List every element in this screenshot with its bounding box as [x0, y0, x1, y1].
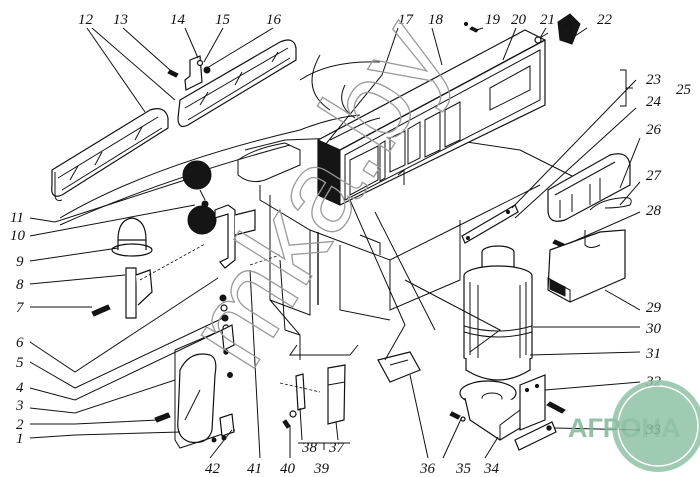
part-17-wire [329, 117, 381, 141]
part-38-plate [295, 373, 306, 411]
callout-6: 6 [16, 335, 24, 351]
callout-10: 10 [10, 228, 26, 244]
part-29-bracket-plate [547, 229, 626, 303]
part-8-lamp-bracket [125, 267, 153, 319]
assembly-line [139, 243, 206, 281]
callout-28: 28 [646, 203, 662, 219]
part-12-sun-visor-right [177, 39, 297, 128]
part-26-speaker-box [547, 153, 631, 222]
callout-7: 7 [16, 300, 25, 316]
cab-roof-outline [59, 54, 601, 226]
part-16-nut [203, 66, 211, 74]
part-13-screw [167, 69, 179, 78]
part-12-sun-visor-left [51, 108, 169, 201]
part-2-bolt [154, 412, 171, 423]
callout-11: 11 [10, 210, 24, 226]
callout-29: 29 [646, 300, 662, 316]
part-1-mirror-glass [177, 353, 217, 444]
callout-21: 21 [540, 12, 555, 28]
part-31-filter-base-ring [465, 358, 531, 381]
callout-2: 2 [16, 417, 24, 433]
agrona-logo: АГРОНА [568, 380, 700, 472]
callout-27: 27 [646, 168, 663, 184]
callout-25: 25 [676, 82, 692, 98]
part-10-headlamp-lower [187, 200, 217, 235]
part-40-screw [282, 410, 297, 429]
callout-13: 13 [113, 12, 128, 28]
callout-1: 1 [16, 431, 24, 447]
cab-panel-block [259, 184, 541, 360]
mirror-hinge-stack [219, 294, 235, 378]
watermark: mka.by [159, 0, 474, 389]
leader-lines [29, 27, 641, 459]
callout-31: 31 [645, 346, 661, 362]
callout-41: 41 [247, 461, 262, 477]
part-21-screw [534, 32, 549, 44]
callout-12: 12 [78, 12, 94, 28]
callout-39: 39 [313, 461, 330, 477]
part-18-overhead-console [317, 29, 546, 206]
part-32-mount-bracket [519, 374, 566, 431]
callout-3: 3 [15, 398, 24, 414]
part-7-bolt [91, 304, 111, 317]
part-15-washer [196, 59, 204, 67]
callout-9: 9 [16, 254, 24, 270]
callout-24: 24 [646, 94, 662, 110]
callout-22: 22 [597, 12, 613, 28]
part-30-filter-cylinder [463, 245, 533, 366]
assembly-line [249, 254, 281, 266]
part-42-lower-hinge [211, 413, 235, 443]
watermark-text: mka.by [160, 0, 473, 389]
lamp-mounting-frame [214, 204, 256, 269]
part-35-screw [449, 411, 466, 422]
callout-40: 40 [280, 461, 296, 477]
callout-26: 26 [646, 122, 662, 138]
callout-15: 15 [215, 12, 231, 28]
part-19-screw [463, 21, 479, 33]
logo-text: АГРОНА [568, 413, 680, 443]
callout-23: 23 [646, 72, 661, 88]
logo-circle [612, 380, 700, 472]
callout-36: 36 [419, 461, 436, 477]
callout-18: 18 [428, 12, 444, 28]
part-9-beacon-lamp [111, 217, 153, 257]
callout-14: 14 [170, 12, 186, 28]
callout-4: 4 [16, 380, 24, 396]
callout-19: 19 [485, 12, 501, 28]
callout-42: 42 [205, 461, 221, 477]
part-27-cable [589, 197, 632, 211]
part-37-light-unit [327, 364, 346, 425]
callout-5: 5 [16, 355, 24, 371]
callout-35: 35 [455, 461, 472, 477]
logo-ring [617, 385, 699, 467]
callout-38: 38 [301, 440, 318, 456]
callout-16: 16 [266, 12, 282, 28]
part-33-lower-bracket [514, 421, 557, 451]
callout-20: 20 [511, 12, 527, 28]
callout-8: 8 [16, 277, 24, 293]
assembly-line [279, 382, 321, 393]
callout-17: 17 [398, 12, 415, 28]
callout-34: 34 [483, 461, 500, 477]
callout-37: 37 [328, 440, 346, 456]
part-23-24-mounting-strip [461, 204, 519, 244]
part-34-filter-housing [459, 380, 526, 441]
part-22-plug-bracket [557, 13, 581, 45]
part-11-headlamp-upper [182, 160, 212, 201]
part-36-cover-plate [377, 351, 421, 383]
callout-30: 30 [645, 321, 662, 337]
